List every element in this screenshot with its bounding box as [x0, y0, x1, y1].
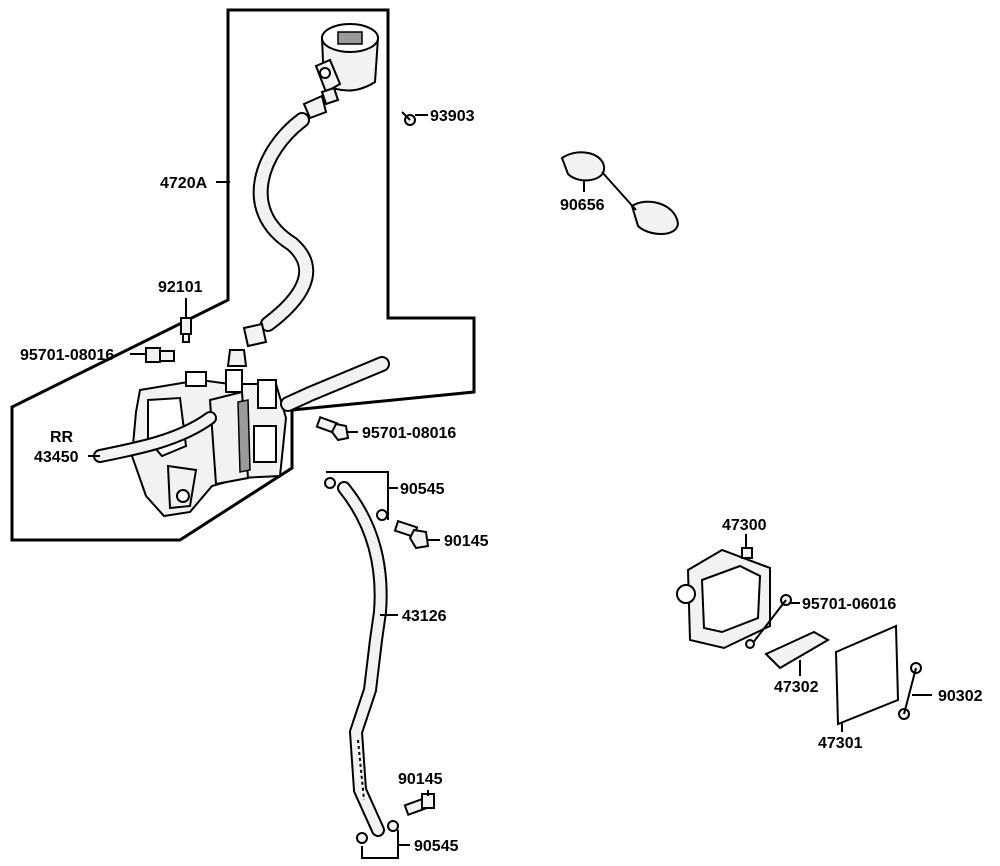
- label-90302: 90302: [938, 688, 983, 705]
- hose-clamp-bottom: [242, 322, 268, 348]
- screws-90302: [898, 662, 922, 720]
- bolt-95701-right: [315, 415, 350, 442]
- label-47302: 47302: [774, 679, 819, 696]
- bracket-47300: [676, 547, 771, 650]
- screw-93903: [401, 111, 416, 126]
- label-43126: 43126: [402, 608, 447, 625]
- label-95701-right: 95701-08016: [362, 425, 456, 442]
- clip-90656: [560, 151, 680, 235]
- label-90145-bottom: 90145: [398, 771, 443, 788]
- label-93903: 93903: [430, 108, 475, 125]
- reservoir: [314, 23, 380, 106]
- bolt-90145-bottom: [403, 793, 435, 817]
- label-43450: 43450: [34, 449, 79, 466]
- leader-90545-top: [326, 471, 389, 520]
- label-47300: 47300: [722, 517, 767, 534]
- hose-clamp-top: [302, 94, 328, 120]
- bolt-90145-top: [393, 519, 430, 550]
- bolt-95701-upper: [145, 347, 175, 363]
- bolt-95701-06016: [745, 594, 792, 649]
- label-95701-06016: 95701-06016: [802, 596, 896, 613]
- label-90145-top: 90145: [444, 533, 489, 550]
- label-47301: 47301: [818, 735, 863, 752]
- label-90545-bottom: 90545: [414, 838, 459, 855]
- label-95701-upper: 95701-08016: [20, 347, 114, 364]
- label-90656: 90656: [560, 197, 605, 214]
- label-90545-top: 90545: [400, 481, 445, 498]
- master-cylinder: [130, 349, 288, 518]
- label-rr: RR: [50, 429, 74, 446]
- bolt-92101: [180, 317, 192, 343]
- assembly-outline: [10, 8, 476, 542]
- plate-47301: [834, 624, 900, 726]
- part-47302: [764, 630, 830, 670]
- label-4720A: 4720A: [160, 175, 208, 192]
- label-92101: 92101: [158, 279, 203, 296]
